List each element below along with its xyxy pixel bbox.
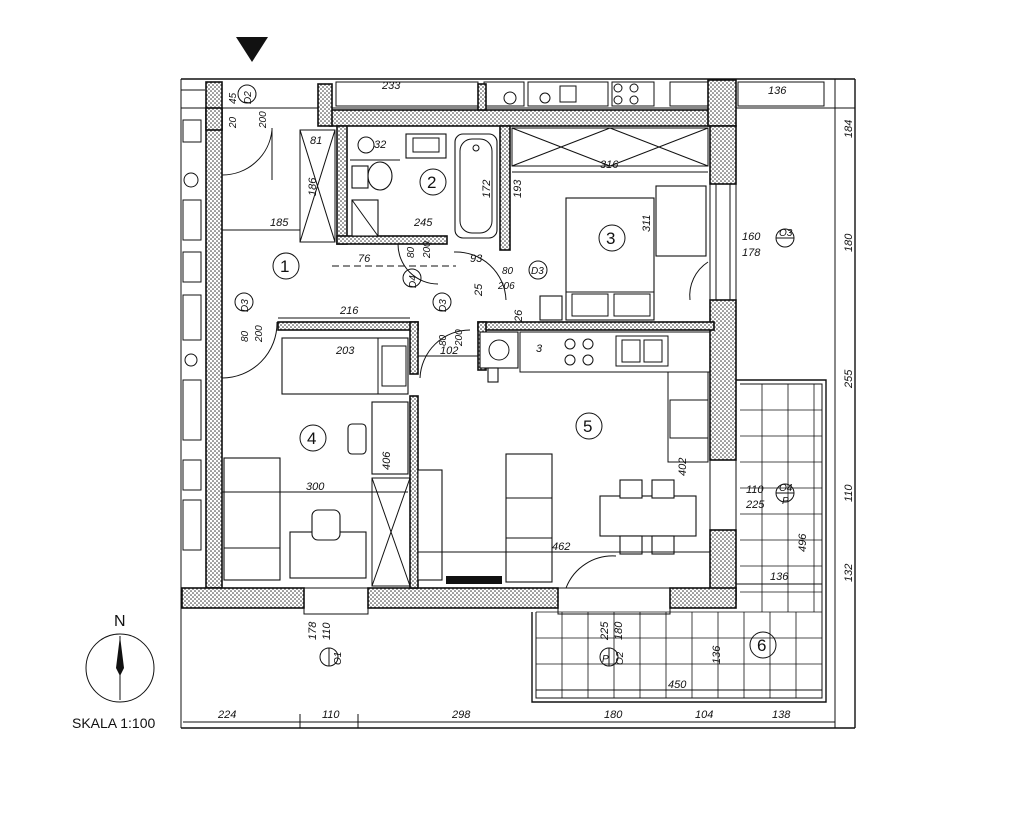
- door-d3b-height: 200: [454, 329, 465, 347]
- dim-193: 193: [512, 179, 524, 198]
- door-d3b-width: 80: [438, 334, 449, 346]
- room-5-label: 5: [583, 417, 592, 436]
- window-o2-sub: P: [602, 654, 609, 665]
- dim-216: 216: [339, 305, 359, 317]
- door-d3a-code: D3: [240, 299, 251, 312]
- window-o4-height: 225: [745, 499, 765, 511]
- door-d4-height: 200: [422, 241, 433, 259]
- window-o2-width: 180: [613, 621, 625, 640]
- dim-bottom-110: 110: [322, 709, 340, 721]
- room-3-label: 3: [606, 229, 615, 248]
- window-o4-sub: P: [782, 496, 789, 507]
- window-o4-width: 110: [746, 484, 764, 496]
- dim-450: 450: [668, 679, 687, 691]
- entrance-marker-icon: [236, 37, 268, 62]
- outer-frame: [180, 78, 856, 729]
- window-o2-height: 225: [599, 621, 611, 641]
- door-d2-code: D2: [243, 91, 254, 104]
- bathroom: 2 32 245 172 193: [350, 133, 524, 239]
- dim-300: 300: [306, 481, 325, 493]
- bedroom: 316 311 3 O3 160 178: [511, 127, 795, 321]
- window-o2-code: O2: [615, 651, 626, 665]
- door-d3c-code: D3: [531, 266, 544, 277]
- dim-462: 462: [552, 541, 570, 553]
- north-compass: N: [85, 613, 155, 703]
- dim-top-136: 136: [768, 85, 787, 97]
- dim-right-110: 110: [843, 484, 855, 502]
- room-3-marker: [598, 224, 626, 252]
- door-d2-width: 45: [228, 92, 239, 104]
- dim-25: 25: [473, 283, 485, 297]
- dim-76: 76: [358, 253, 371, 265]
- room-4-label: 4: [307, 429, 316, 448]
- north-label: N: [114, 613, 126, 630]
- dim-172: 172: [481, 180, 493, 198]
- living-room: 402 5 462 O4 P 110 225 O1 110 178 O: [303, 331, 795, 667]
- room-1-label: 1: [280, 257, 289, 276]
- room-1-marker: [272, 252, 300, 280]
- dim-right-184: 184: [843, 120, 855, 138]
- door-d3a-height: 200: [254, 325, 265, 343]
- door-d3c-height: 206: [497, 281, 515, 292]
- dim-102: 102: [440, 345, 458, 357]
- door-d3a-width: 80: [240, 330, 251, 342]
- dim-bottom-224: 224: [217, 709, 236, 721]
- dim-316: 316: [600, 159, 619, 171]
- dim-496: 496: [797, 533, 809, 552]
- neighbour-strip-top: 233 136: [181, 80, 855, 109]
- door-d3c-width: 80: [502, 266, 514, 277]
- dim-32: 32: [374, 139, 386, 151]
- window-o1-height: 178: [307, 621, 319, 640]
- window-o3-height: 178: [742, 247, 761, 259]
- room-6-label: 6: [757, 636, 766, 655]
- room-2-label: 2: [427, 173, 436, 192]
- door-d4-width: 80: [406, 246, 417, 258]
- window-o4-code: O4: [779, 483, 793, 494]
- hall: 1 81 186 185 76 93 25 26 216 D2 45 20 20…: [221, 84, 548, 379]
- door-d3b-code: D3: [438, 299, 449, 312]
- dim-bottom-104: 104: [695, 709, 713, 721]
- dim-203: 203: [335, 345, 355, 357]
- scale-label: SKALA 1:100: [72, 715, 156, 731]
- dim-top-233: 233: [381, 80, 401, 92]
- dim-185: 185: [270, 217, 289, 229]
- door-d2-h1: 20: [228, 116, 239, 129]
- room-4: 203 102 3 406 4 300: [222, 337, 543, 587]
- dim-406: 406: [381, 451, 393, 470]
- dim-402: 402: [677, 458, 689, 476]
- dim-right-180: 180: [843, 233, 855, 252]
- door-d2-h2: 200: [258, 111, 269, 129]
- right-dimensions: 184 180 255 110 132: [843, 120, 855, 582]
- bottom-dimensions: 224 110 298 180 104 138: [183, 709, 835, 728]
- dim-3: 3: [536, 343, 543, 355]
- dim-311: 311: [641, 214, 653, 232]
- neighbour-strip-left: [181, 89, 205, 551]
- dim-right-255: 255: [843, 369, 855, 389]
- room-6-marker: [749, 631, 777, 659]
- window-o1-code: O1: [333, 652, 344, 665]
- room-2-marker: [419, 168, 447, 196]
- dim-bottom-298: 298: [451, 709, 471, 721]
- dim-26: 26: [513, 309, 525, 323]
- dim-81: 81: [310, 135, 322, 147]
- window-o1-width: 110: [321, 622, 333, 640]
- dim-bottom-180: 180: [604, 709, 623, 721]
- window-o3-width: 160: [742, 231, 761, 243]
- dim-right-132: 132: [843, 564, 855, 582]
- dim-186: 186: [307, 177, 319, 196]
- room-4-marker: [299, 424, 327, 452]
- window-o3-code: O3: [779, 228, 793, 239]
- balcony: 496 136 136 450 6: [531, 379, 827, 703]
- dim-245: 245: [413, 217, 433, 229]
- dim-bottom-138: 138: [772, 709, 791, 721]
- dim-136-balcony-v: 136: [711, 645, 723, 664]
- door-d4-code: D4: [408, 275, 419, 288]
- room-5-marker: [575, 412, 603, 440]
- dim-136-balcony: 136: [770, 571, 789, 583]
- dim-93: 93: [470, 253, 483, 265]
- walls: [181, 79, 737, 609]
